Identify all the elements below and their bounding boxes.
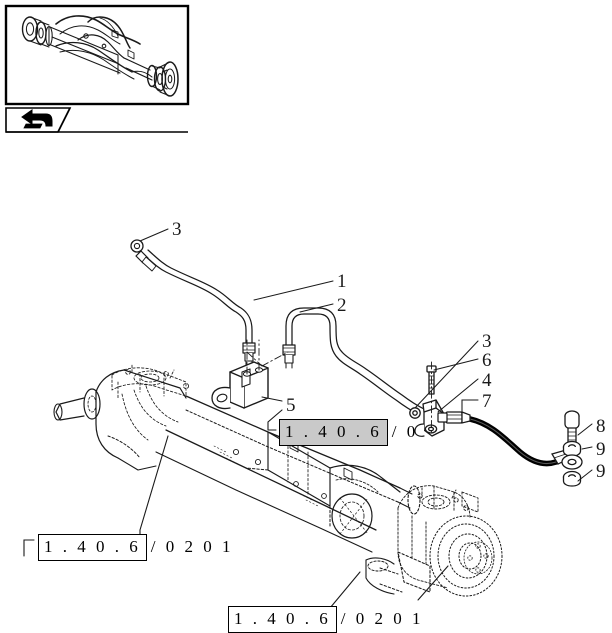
sealing-washer-upper: [562, 440, 582, 457]
tube-1: [130, 239, 256, 367]
ref-label-bottom-center-tail: / 0 2 0 1: [340, 609, 424, 628]
ref-label-bottom-left: 1 . 4 0 . 6/ 0 2 0 1: [38, 534, 233, 561]
clamp-assembly-centerlines: [246, 339, 289, 375]
callout-5: 5: [286, 395, 296, 416]
curved-arrow-left-icon: [21, 109, 53, 129]
reference-label-leaders: [23, 409, 449, 609]
callout-2: 2: [337, 295, 347, 316]
ref-label-center-box: 1 . 4 0 . 6: [279, 419, 388, 446]
callout-3-union: 3: [482, 331, 492, 352]
right-final-drive-hub: [365, 485, 503, 597]
sealing-washer-lower: [562, 470, 582, 487]
ref-label-bottom-left-box: 1 . 4 0 . 6: [38, 534, 147, 561]
callout-3-tube1: 3: [172, 219, 182, 240]
thumbnail-axle-drawing: [21, 15, 179, 97]
leader-lines: [139, 228, 593, 482]
ref-label-center-tail: / 0: [391, 422, 419, 441]
hose-support-bracket-assembly: [409, 365, 445, 437]
ref-label-center: 1 . 4 0 . 6/ 0: [279, 419, 418, 446]
callout-1: 1: [337, 271, 347, 292]
callout-9-lower: 9: [596, 461, 606, 482]
callout-6: 6: [482, 350, 492, 371]
banjo-bolt-8: [564, 410, 580, 447]
front-axle-housing-phantom: [53, 363, 421, 553]
ref-label-bottom-center: 1 . 4 0 . 6/ 0 2 0 1: [228, 606, 423, 633]
callout-9-upper: 9: [596, 439, 606, 460]
banjo-bolt-assembly: [561, 410, 583, 487]
banjo-eye: [561, 454, 583, 470]
ref-label-bottom-center-box: 1 . 4 0 . 6: [228, 606, 337, 633]
tube-2: [282, 307, 425, 415]
callout-8: 8: [596, 416, 606, 437]
ref-label-bottom-left-tail: / 0 2 0 1: [150, 537, 234, 556]
tube-2-union-nut: [282, 344, 296, 369]
callout-7: 7: [482, 391, 492, 412]
callout-4: 4: [482, 370, 492, 391]
